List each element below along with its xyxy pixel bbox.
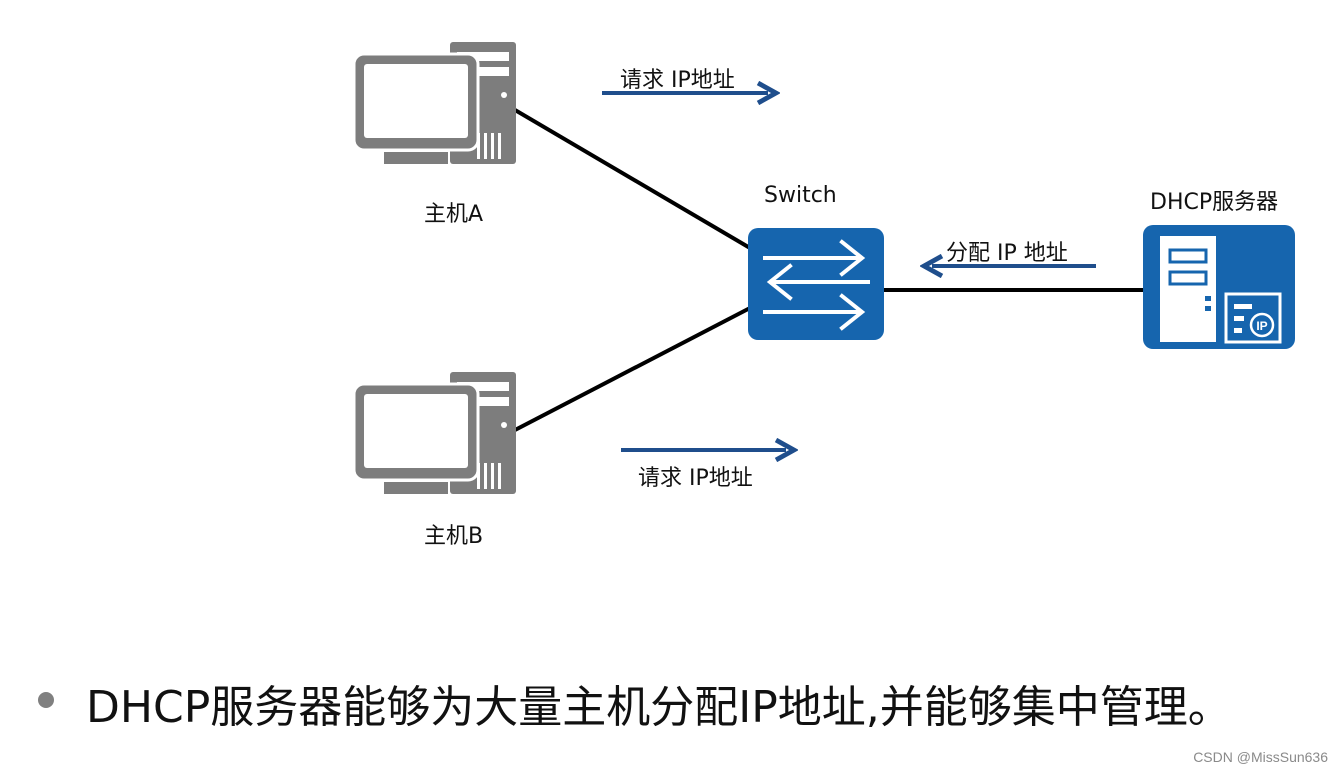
server-ip-badge: IP [1256, 319, 1267, 333]
watermark: CSDN @MissSun636 [1193, 749, 1328, 765]
host-a-label: 主机A [424, 202, 484, 227]
host-b-label: 主机B [424, 524, 484, 549]
bullet-text: DHCP服务器能够为大量主机分配IP地址,并能够集中管理。 [86, 682, 1232, 733]
dhcp-server-label: DHCP服务器 [1150, 190, 1279, 215]
link-host-b-switch [514, 306, 751, 432]
host-a-icon [352, 42, 516, 164]
switch-label: Switch [764, 183, 837, 208]
bullet-dot [38, 692, 54, 708]
arrow-label-assign: 分配 IP 地址 [946, 241, 1068, 266]
switch-icon [748, 228, 884, 340]
arrow-label-request-a: 请求 IP地址 [620, 68, 735, 93]
link-host-a-switch [513, 108, 752, 250]
arrow-label-request-b: 请求 IP地址 [638, 466, 753, 491]
host-b-icon [352, 372, 516, 494]
server-ip-icon: IP [1143, 225, 1295, 349]
